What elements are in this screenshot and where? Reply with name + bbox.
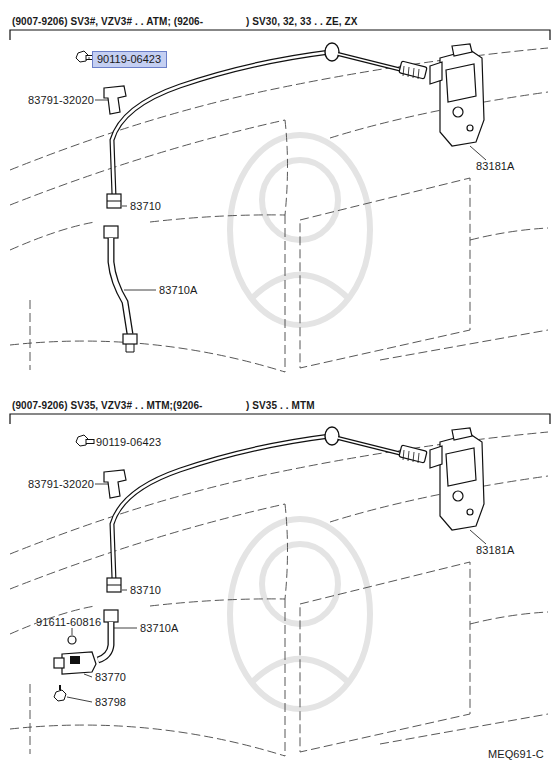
highlighted-part-number: 90119-06423 xyxy=(92,51,167,68)
section-heading: (9007-9206) SV35, VZV3# . . MTM;(9206- xyxy=(12,399,203,412)
part-number: 83770 xyxy=(95,671,126,684)
part-number: 83791-32020 xyxy=(28,94,94,107)
section-heading: ) SV35 . . MTM xyxy=(246,399,315,412)
part-number: 90119-06423 xyxy=(96,436,161,449)
part-number: 83710 xyxy=(130,584,161,597)
part-number: 83710 xyxy=(130,200,161,213)
part-number: 83181A xyxy=(476,160,515,173)
section-heading: (9007-9206) SV3#, VZV3# . . ATM; (9206- xyxy=(12,15,203,28)
part-number: 90119-06423 xyxy=(97,53,162,66)
part-number: 91611-60816 xyxy=(36,616,101,629)
part-number: 83710A xyxy=(159,284,198,297)
part-number: 83710A xyxy=(140,622,179,635)
section-heading: ) SV30, 32, 33 . . ZE, ZX xyxy=(246,15,357,28)
diagram-code: MEQ691-C xyxy=(488,748,544,761)
part-number: 83791-32020 xyxy=(28,478,94,491)
part-number: 83181A xyxy=(476,544,515,557)
part-number: 83798 xyxy=(95,696,126,709)
